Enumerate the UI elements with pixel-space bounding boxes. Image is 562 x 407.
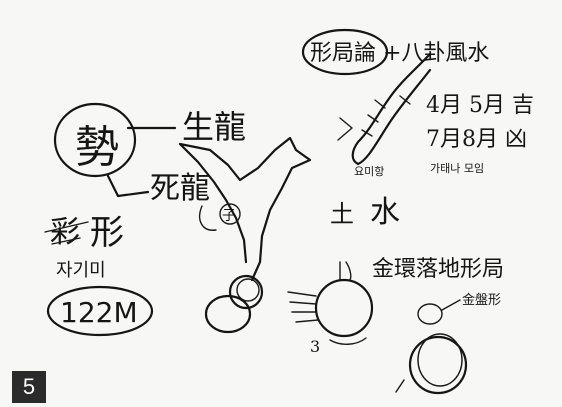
scribble-ball-bottom	[204, 294, 252, 334]
living-dragon-text: 生龍	[182, 108, 246, 146]
distance-text: 122M	[60, 296, 138, 329]
scribble-tail	[395, 379, 405, 393]
figure-number-badge: 5	[12, 371, 46, 403]
title-right-text: 形局論 +八卦風水	[310, 41, 489, 66]
title-oval	[301, 28, 389, 76]
gold-plate-pointer	[441, 299, 461, 311]
distance-oval	[46, 285, 154, 337]
dragon-body	[351, 52, 432, 166]
scribble-ball-top	[228, 274, 264, 310]
seal-char: 勢	[75, 122, 119, 173]
small-circle-char: 子	[222, 208, 236, 224]
landform-outline	[178, 136, 312, 282]
dates-line-1: 4月 5月 吉	[426, 93, 534, 118]
small-circle	[219, 203, 241, 225]
dead-dragon-connector	[106, 174, 150, 198]
scribble-ball-large-inner	[417, 333, 463, 387]
dragon-details	[337, 95, 411, 141]
landform-inner	[198, 205, 217, 231]
strike-marks	[44, 221, 89, 245]
scribble-ball-large	[408, 335, 468, 395]
korean-left-text: 자기미	[56, 260, 106, 281]
gold-plate-circle	[417, 303, 443, 325]
scribble-ball-top-inner	[236, 278, 260, 302]
seal-circle	[53, 102, 137, 178]
radiating-lines	[287, 261, 352, 323]
gold-title-text: 金環落地形局	[372, 257, 504, 282]
gold-plate-label: 金盤形	[462, 292, 501, 308]
korean-small-1: 요미항	[354, 165, 384, 178]
water-char: 水	[370, 195, 400, 230]
radiating-circle	[314, 278, 374, 338]
dead-dragon-text: 死龍	[150, 171, 210, 206]
radiating-arc	[329, 337, 367, 345]
xing-right-text: 形	[90, 213, 124, 253]
xing-left-text: 彩	[50, 215, 80, 250]
small-number: 3	[310, 337, 320, 356]
wuxing-char: 土	[330, 200, 354, 228]
korean-small-2: 가태나 모임	[430, 162, 484, 175]
dates-line-2: 7月8月 凶	[426, 127, 527, 152]
